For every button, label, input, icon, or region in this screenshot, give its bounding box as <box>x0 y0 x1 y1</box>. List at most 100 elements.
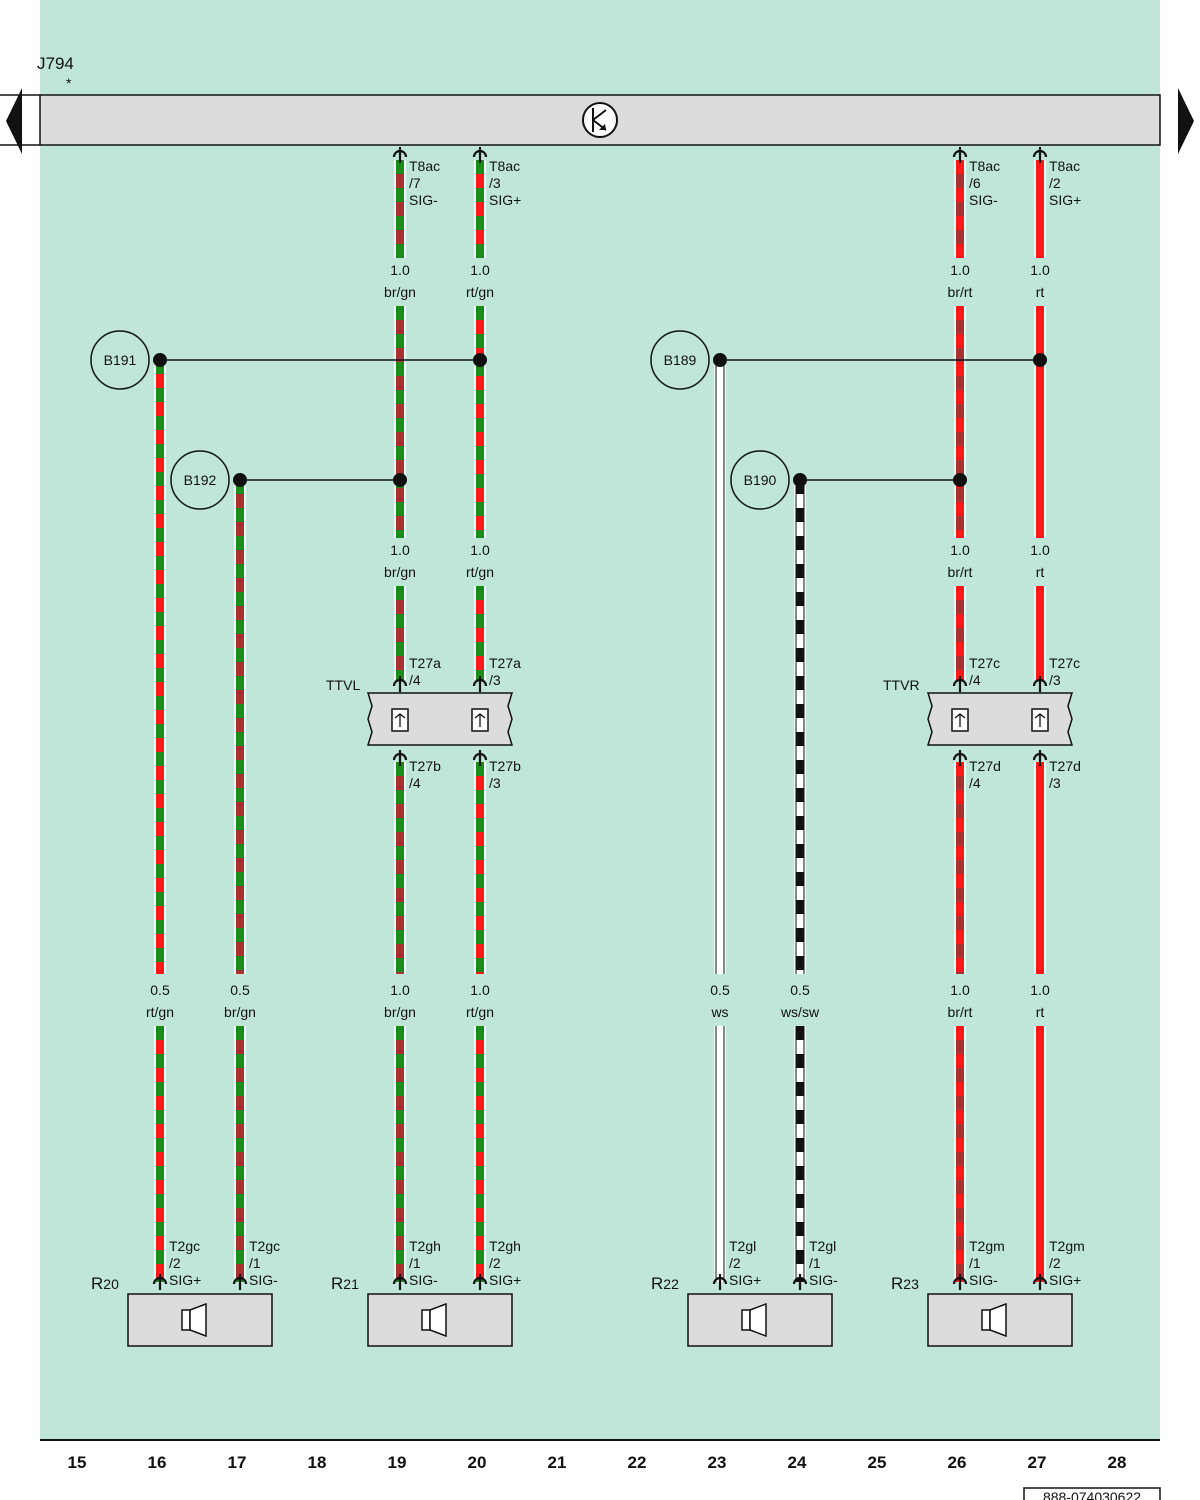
pin-label-line: /6 <box>969 175 981 191</box>
grid-number: 23 <box>708 1453 727 1472</box>
grid-number: 15 <box>68 1453 87 1472</box>
pin-label-line: SIG+ <box>489 192 521 208</box>
wire-color-code: rt <box>1036 284 1045 300</box>
speaker-label-index: 21 <box>343 1276 359 1292</box>
speaker-label-index: 23 <box>903 1276 919 1292</box>
splice-node-b192[interactable]: B192 <box>170 450 230 510</box>
wire-size: 1.0 <box>470 542 490 558</box>
wire-color-code: br/rt <box>948 1004 973 1020</box>
splice-node-b190[interactable]: B190 <box>730 450 790 510</box>
pin-label: T27d/3 <box>1049 758 1081 791</box>
wire-color-code: rt <box>1036 1004 1045 1020</box>
previous-page-arrow-icon[interactable] <box>6 88 22 154</box>
control-unit-note: * <box>66 75 72 91</box>
wire-segment <box>954 306 966 538</box>
wire-segment <box>474 160 486 258</box>
pin-label-line: /4 <box>969 775 981 791</box>
pin-label-line: /1 <box>969 1255 981 1271</box>
speaker-label: R21 <box>331 1274 359 1293</box>
wire-label: 1.0br/rt <box>948 262 973 300</box>
connector-ttvr[interactable]: TTVR <box>883 677 1074 746</box>
speaker-label: R20 <box>91 1274 119 1293</box>
junction-dot <box>393 473 407 487</box>
grid-number: 19 <box>388 1453 407 1472</box>
wire-segment <box>954 1026 966 1282</box>
wire-size: 0.5 <box>230 982 250 998</box>
pin-label-line: /4 <box>969 672 981 688</box>
wire-size: 1.0 <box>470 982 490 998</box>
splice-node-label: B191 <box>104 352 137 368</box>
pin-label: T27b/3 <box>489 758 521 791</box>
connector-ttvl[interactable]: TTVL <box>326 677 514 746</box>
wire-segment <box>474 306 486 538</box>
speaker-icon <box>181 1302 207 1338</box>
wire-size: 1.0 <box>1030 982 1050 998</box>
speaker-label: R22 <box>651 1274 679 1293</box>
wire-color-code: rt/gn <box>466 284 494 300</box>
speaker-label-main: R <box>331 1274 343 1293</box>
pin-label-line: /2 <box>729 1255 741 1271</box>
speaker-label: R23 <box>891 1274 919 1293</box>
wire-segment <box>154 360 166 974</box>
wire-label: 1.0br/gn <box>384 542 416 580</box>
control-unit-j794: J794 * <box>0 54 1161 146</box>
pin-label-line: /3 <box>1049 775 1061 791</box>
grid-number: 26 <box>948 1453 967 1472</box>
wire-segment <box>234 480 246 974</box>
wire-label: 1.0 rt <box>1030 262 1050 300</box>
pin-label-line: SIG- <box>969 1272 998 1288</box>
speaker-r22[interactable]: R22 <box>651 1274 833 1347</box>
grid-number: 25 <box>868 1453 887 1472</box>
wire-size: 1.0 <box>1030 262 1050 278</box>
wire-segment <box>474 586 486 680</box>
connector-label: TTVR <box>883 677 920 693</box>
pin-label-line: SIG- <box>409 1272 438 1288</box>
wire-segment <box>954 586 966 680</box>
splice-node-b189[interactable]: B189 <box>650 330 710 390</box>
wire-color-code: br/gn <box>384 564 416 580</box>
next-page-arrow-icon[interactable] <box>1178 88 1194 154</box>
wire-segment <box>154 1026 166 1282</box>
pin-label-line: T8ac <box>409 158 440 174</box>
wire-label: 1.0rt/gn <box>466 262 494 300</box>
grid-number: 17 <box>228 1453 247 1472</box>
wire-color-code: rt/gn <box>466 564 494 580</box>
pin-label-line: T8ac <box>969 158 1000 174</box>
speaker-r21[interactable]: R21 <box>331 1274 513 1347</box>
wire-segment <box>394 1026 406 1282</box>
pin-label-line: SIG+ <box>1049 192 1081 208</box>
grid-number: 28 <box>1108 1453 1127 1472</box>
wire-segment <box>1034 762 1046 974</box>
grid-number: 27 <box>1028 1453 1047 1472</box>
wire-segment <box>474 762 486 974</box>
pin-label-line: /1 <box>249 1255 261 1271</box>
junction-dot <box>233 473 247 487</box>
pin-label-line: T27d <box>969 758 1001 774</box>
wire-size: 1.0 <box>1030 542 1050 558</box>
speaker-r23[interactable]: R23 <box>891 1274 1073 1347</box>
wires <box>154 160 1046 1282</box>
wire-size: 1.0 <box>390 982 410 998</box>
wire-segment <box>394 762 406 974</box>
wire-segment <box>794 480 806 974</box>
pin-label-line: SIG+ <box>489 1272 521 1288</box>
wire-label: 1.0 rt/gn <box>466 542 494 580</box>
wire-color-code: br/rt <box>948 564 973 580</box>
pin-label: T27c/3 <box>1049 655 1080 688</box>
splice-node-b191[interactable]: B191 <box>90 330 150 390</box>
grid-number: 20 <box>468 1453 487 1472</box>
wire-segment <box>1034 306 1046 538</box>
pin-label: T27a/4 <box>409 655 441 688</box>
pin-label-line: SIG+ <box>169 1272 201 1288</box>
speaker-r20[interactable]: R20 <box>91 1274 273 1347</box>
pin-label-line: /1 <box>809 1255 821 1271</box>
pin-label-line: /7 <box>409 175 421 191</box>
wire-segment <box>714 1026 726 1282</box>
